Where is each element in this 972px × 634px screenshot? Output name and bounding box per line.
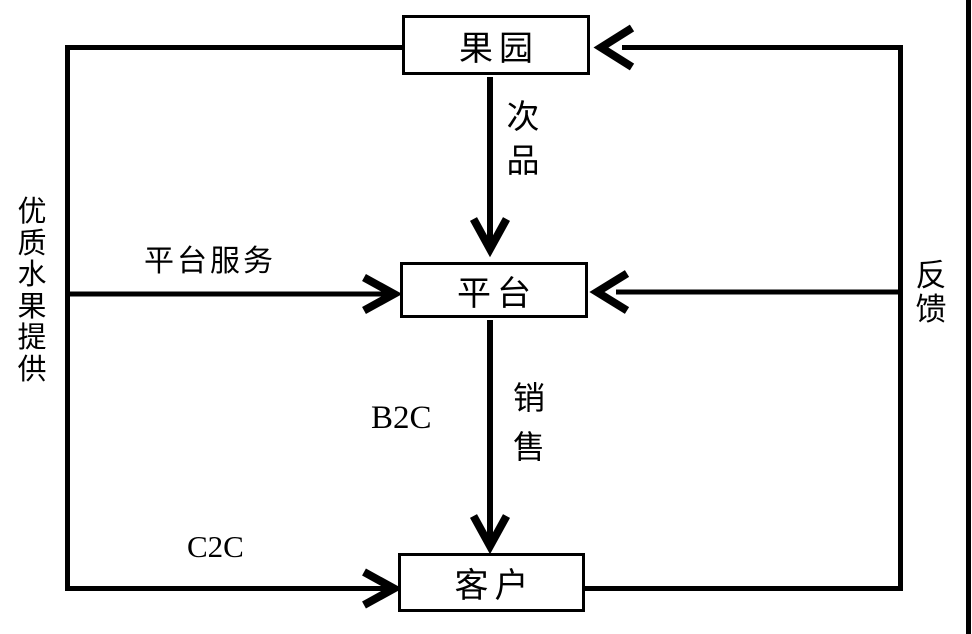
edge-feedback-to-orchard-arrowhead (593, 24, 635, 71)
edge-label-platform-service: 平台服务 (144, 245, 276, 278)
edge-label-sales: 销售 (512, 380, 545, 465)
node-customer-label: 客户 (454, 568, 535, 605)
edge-defective-arrowhead (469, 217, 511, 258)
edge-label-quality-fruit-supply: 优质水果提供 (17, 196, 47, 386)
edge-label-feedback: 反馈 (915, 258, 947, 327)
edge-label-b2c: B2C (371, 400, 432, 436)
edge-platform-service-arrowhead (362, 273, 403, 315)
edge-label-defective-goods: 次品 (506, 100, 540, 180)
edge-feedback-to-platform-arrowhead (589, 270, 630, 314)
edge-c2c-arrowhead (362, 568, 403, 609)
node-orchard: 果园 (402, 15, 590, 75)
node-platform-label: 平台 (457, 275, 537, 313)
node-customer: 客户 (398, 553, 585, 612)
edge-label-c2c: C2C (187, 529, 244, 564)
node-orchard-label: 果园 (459, 30, 539, 68)
node-platform: 平台 (400, 262, 588, 318)
edge-sales-arrowhead (469, 514, 511, 555)
